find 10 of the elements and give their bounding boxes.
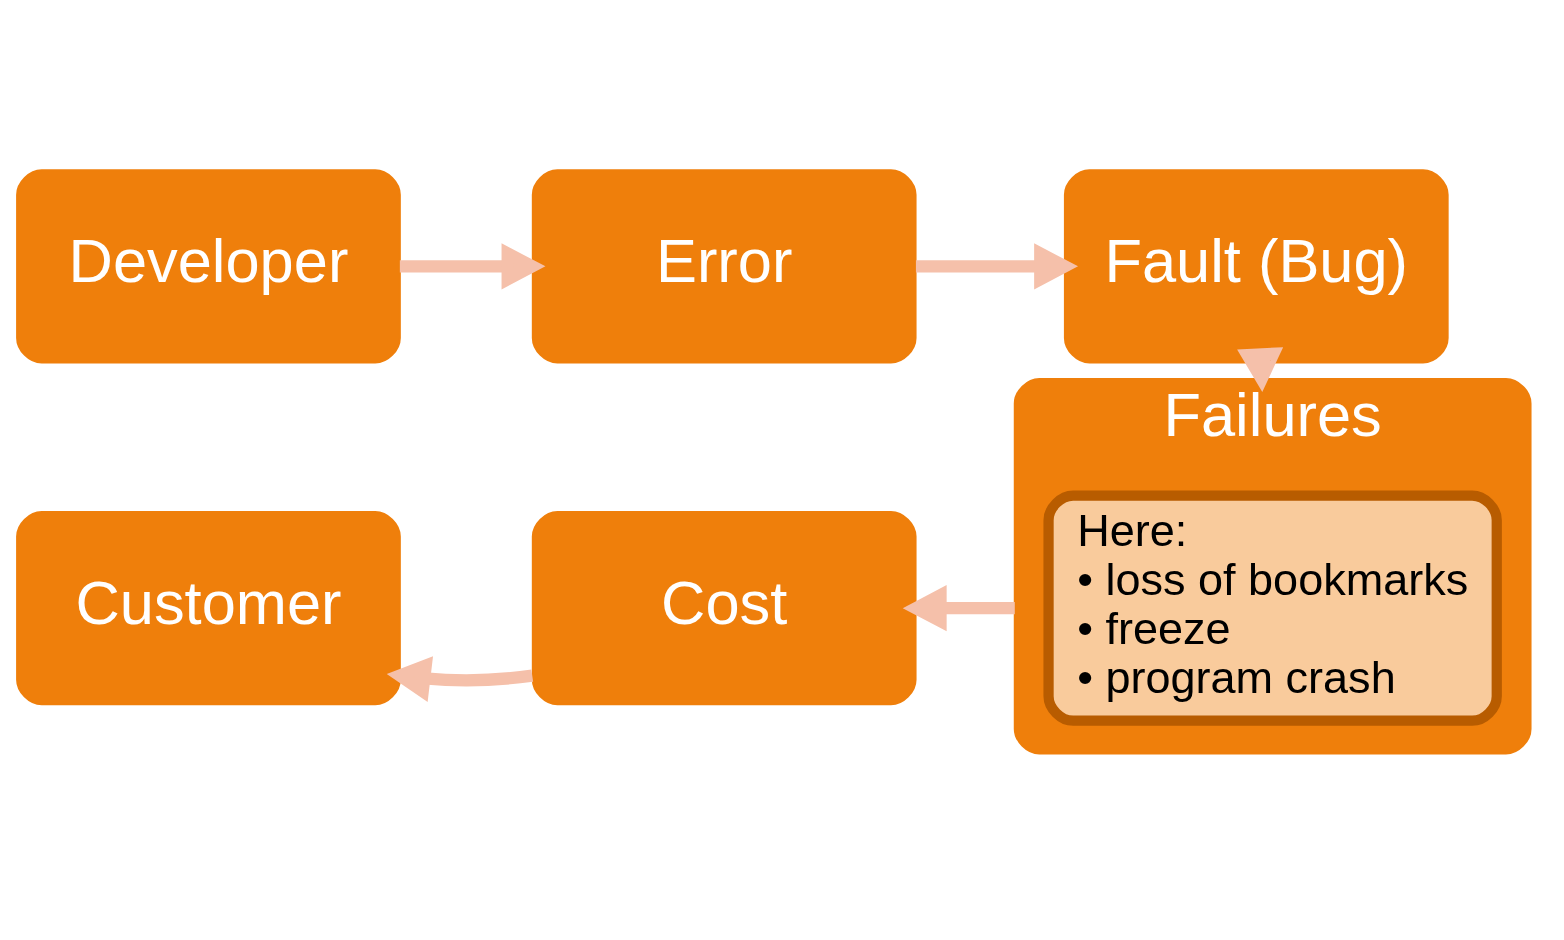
arrow <box>386 656 534 702</box>
arrow <box>915 243 1079 290</box>
node-box: Developer <box>16 169 401 364</box>
arrow <box>902 585 1015 632</box>
node-box: Cost <box>531 510 917 706</box>
arrow <box>1237 347 1284 393</box>
node-box: Error <box>531 169 917 364</box>
node-box: Here: • loss of bookmarks • freeze • program crash <box>1043 490 1502 726</box>
node-box: Customer <box>16 510 401 706</box>
arrow <box>399 243 546 290</box>
